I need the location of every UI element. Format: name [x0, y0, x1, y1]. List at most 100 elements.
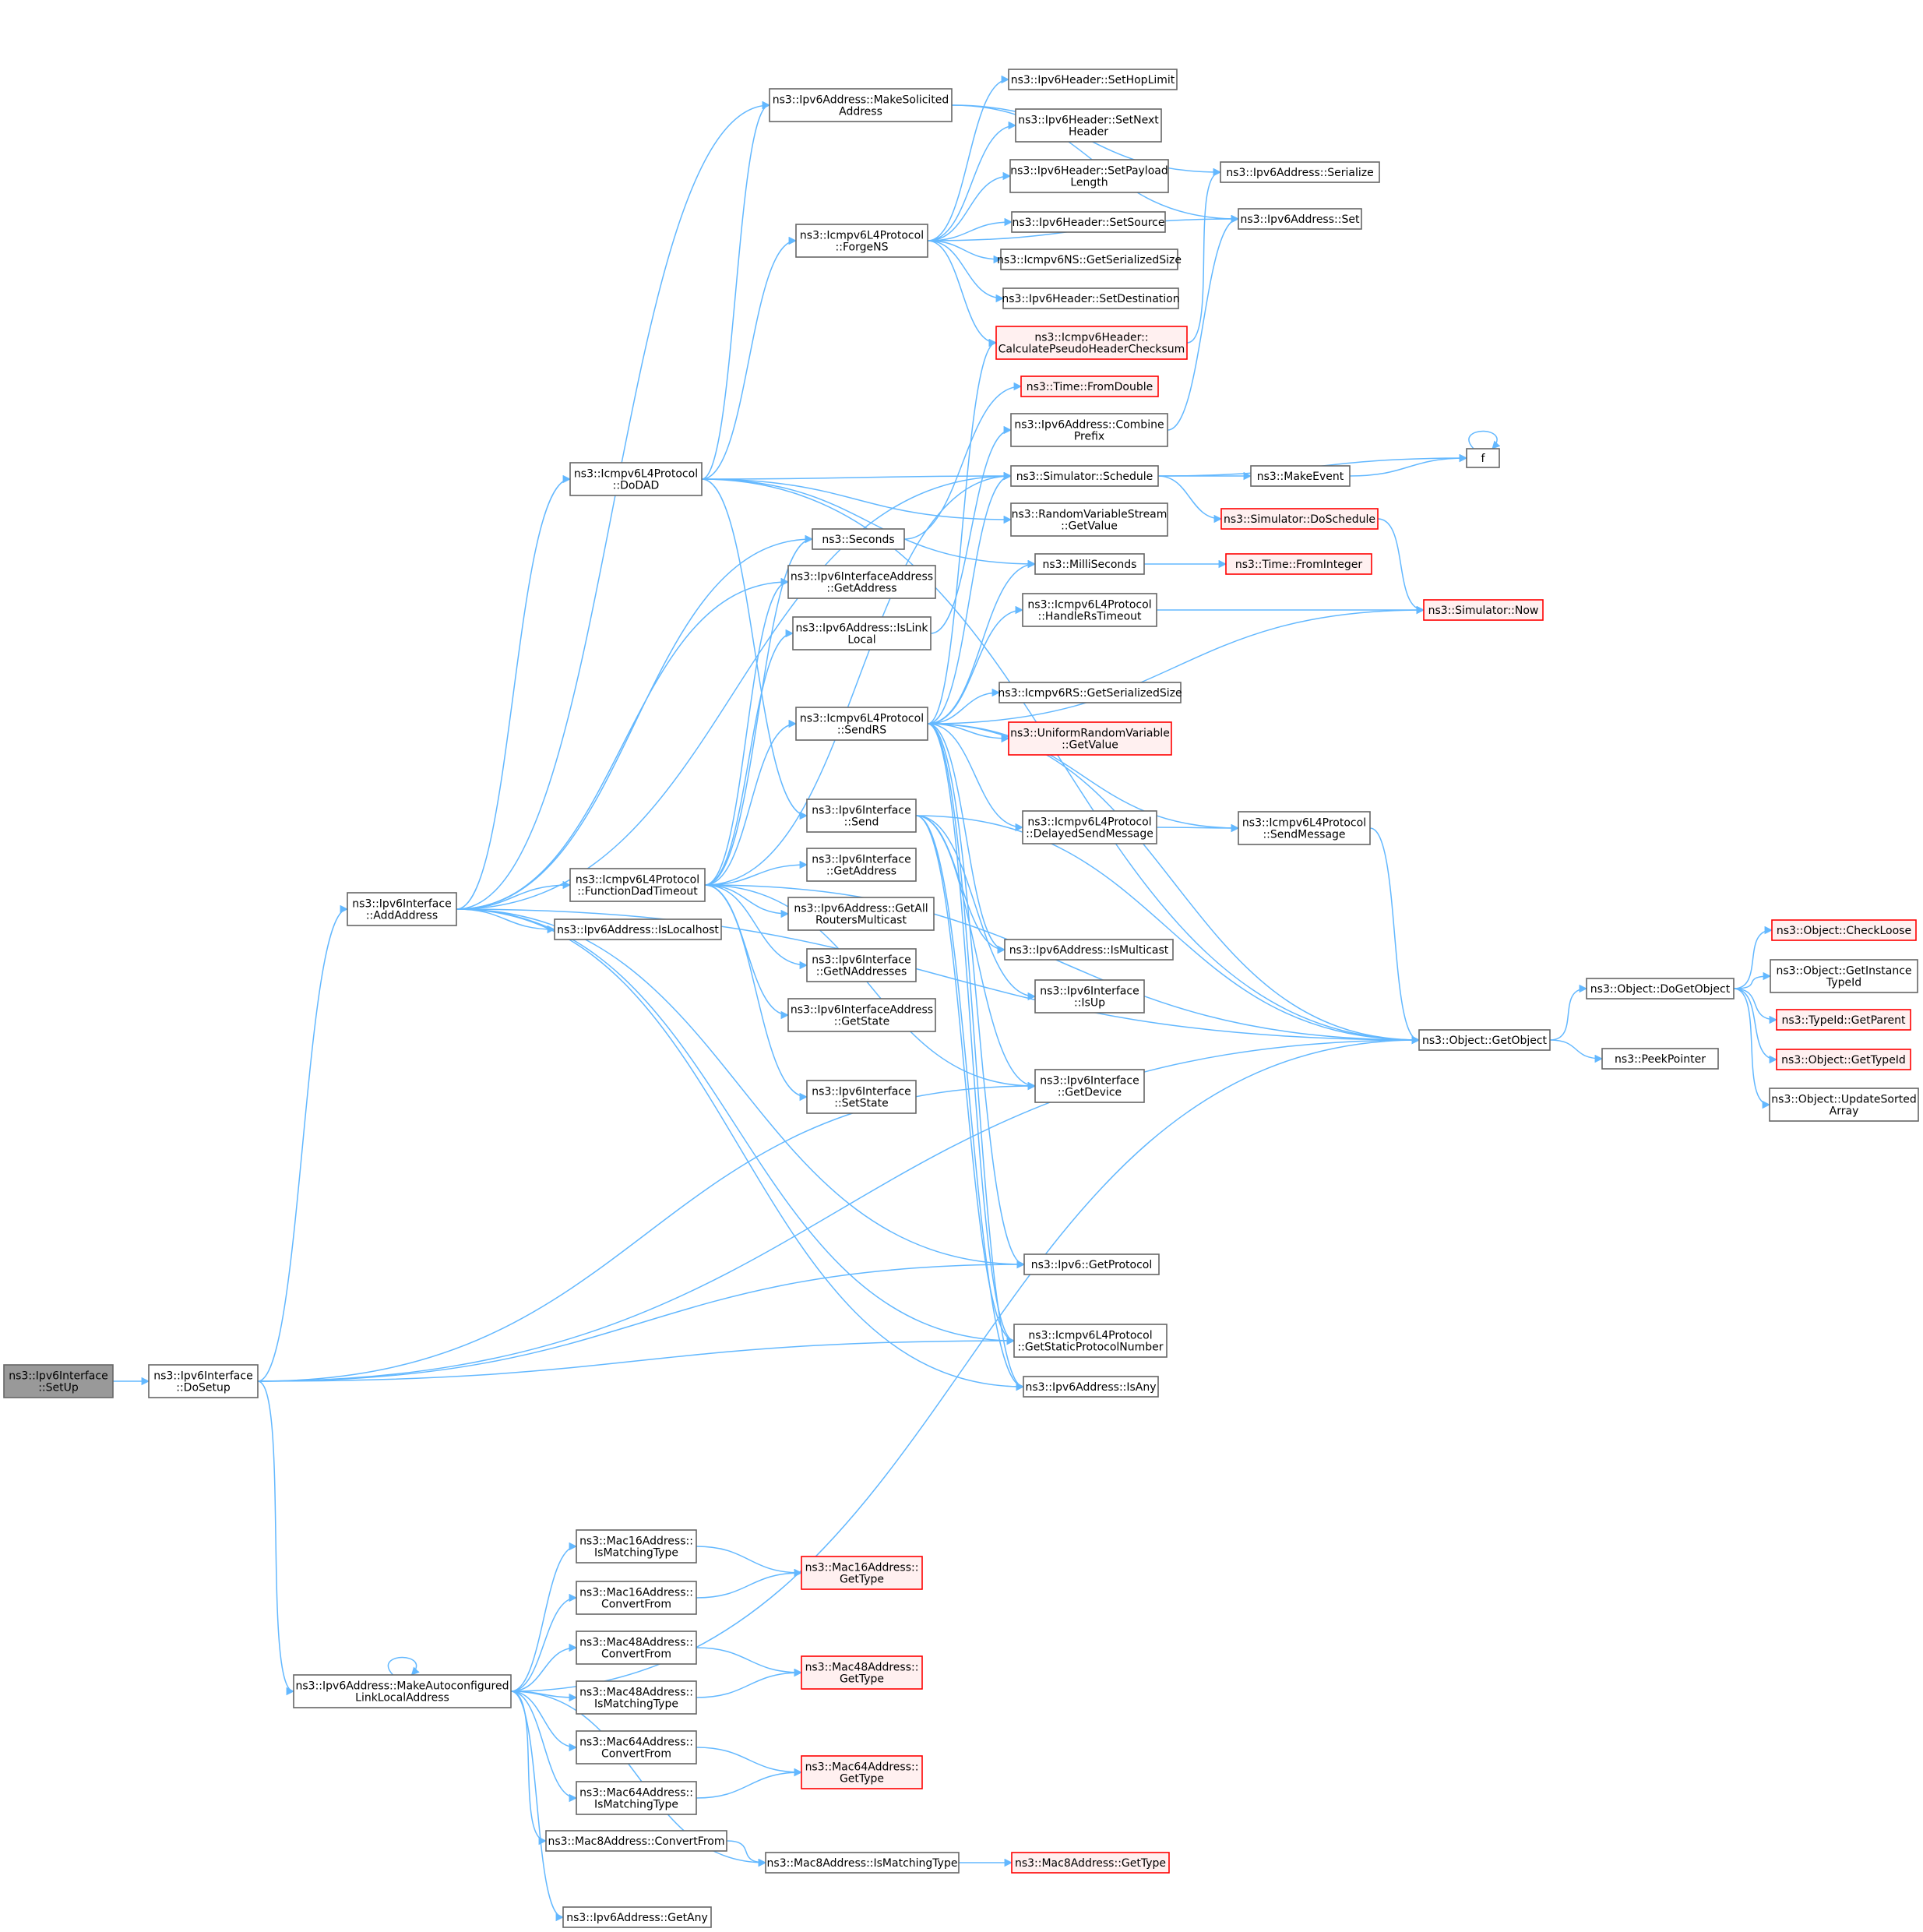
- edge-makeautoll-to-mac64ismatching: [510, 1690, 578, 1803]
- edge-dogetobject-to-getparent: [1733, 988, 1778, 1024]
- node-label: ns3::Mac48Address::: [579, 1687, 693, 1699]
- node-box: [795, 224, 928, 258]
- node-seconds[interactable]: ns3::Seconds: [812, 528, 905, 550]
- node-label: Local: [847, 634, 875, 647]
- node-getobject[interactable]: ns3::Object::GetObject: [1418, 1029, 1551, 1051]
- node-f[interactable]: f: [1466, 448, 1500, 468]
- node-mac64ismatching[interactable]: ns3::Mac64Address::IsMatchingType: [576, 1781, 697, 1815]
- node-ifsend[interactable]: ns3::Ipv6Interface::Send: [806, 799, 917, 833]
- node-ifgetaddress[interactable]: ns3::Ipv6Interface::GetAddress: [806, 848, 917, 882]
- node-mac48ismatching[interactable]: ns3::Mac48Address::IsMatchingType: [576, 1680, 697, 1715]
- node-isany[interactable]: ns3::Ipv6Address::IsAny: [1023, 1376, 1159, 1398]
- edge-dodad-to-getobject: [701, 478, 1421, 1045]
- node-forgens[interactable]: ns3::Icmpv6L4Protocol::ForgeNS: [795, 224, 928, 258]
- node-label: ns3::PeekPointer: [1615, 1053, 1706, 1066]
- node-makeevent[interactable]: ns3::MakeEvent: [1250, 465, 1351, 487]
- node-schedule[interactable]: ns3::Simulator::Schedule: [1010, 465, 1159, 487]
- node-sendmessage[interactable]: ns3::Icmpv6L4Protocol::SendMessage: [1238, 811, 1371, 845]
- edge-functiondad-to-seconds: [704, 534, 814, 886]
- node-getany[interactable]: ns3::Ipv6Address::GetAny: [562, 1906, 712, 1928]
- edge-getobject-to-dogetobject: [1549, 984, 1588, 1041]
- node-layer: ns3::Ipv6Interface::SetUp ns3::Ipv6Interf…: [3, 69, 1919, 1928]
- node-handlerstimeout[interactable]: ns3::Icmpv6L4Protocol::HandleRsTimeout: [1022, 593, 1157, 627]
- node-sendrs[interactable]: ns3::Icmpv6L4Protocol::SendRS: [795, 707, 928, 741]
- node-dodad[interactable]: ns3::Icmpv6L4Protocol::DoDAD: [569, 462, 703, 496]
- node-functiondad[interactable]: ns3::Icmpv6L4Protocol::FunctionDadTimeou…: [569, 868, 706, 902]
- edge-dodad-to-schedule: [701, 471, 1013, 481]
- node-doschedule[interactable]: ns3::Simulator::DoSchedule: [1220, 508, 1379, 530]
- edge-functiondad-to-ifgetaddress: [704, 860, 808, 886]
- edge-makeautoll-to-mac64convert: [510, 1690, 578, 1752]
- node-setup[interactable]: ns3::Ipv6Interface::SetUp: [3, 1364, 114, 1398]
- node-label: Address: [839, 106, 882, 118]
- node-serialize[interactable]: ns3::Ipv6Address::Serialize: [1220, 161, 1380, 183]
- node-ismulticast[interactable]: ns3::Ipv6Address::IsMulticast: [1004, 939, 1174, 961]
- node-setsource[interactable]: ns3::Ipv6Header::SetSource: [1011, 211, 1166, 233]
- edge-dodad-to-makesolicited: [701, 100, 771, 480]
- node-calcchecksum[interactable]: ns3::Icmpv6Header::CalculatePseudoHeader…: [995, 326, 1188, 360]
- node-dogetobject[interactable]: ns3::Object::DoGetObject: [1586, 978, 1735, 999]
- edge-sendrs-to-handlerstimeout: [927, 605, 1024, 724]
- node-ifsetstate[interactable]: ns3::Ipv6Interface::SetState: [806, 1080, 917, 1114]
- node-getparent[interactable]: ns3::TypeId::GetParent: [1776, 1009, 1911, 1031]
- node-makeautoll[interactable]: ns3::Ipv6Address::MakeAutoconfiguredLink…: [293, 1674, 512, 1708]
- edge-dogetobject-to-checkloose: [1733, 925, 1773, 989]
- node-ifaddrgetstate[interactable]: ns3::Ipv6InterfaceAddress::GetState: [787, 998, 936, 1032]
- node-mac48gettype[interactable]: ns3::Mac48Address::GetType: [801, 1655, 923, 1690]
- node-mac8ismatching[interactable]: ns3::Mac8Address::IsMatchingType: [765, 1852, 960, 1874]
- node-nsgetserial[interactable]: ns3::Icmpv6NS::GetSerializedSize: [997, 249, 1182, 270]
- node-label: ns3::Simulator::DoSchedule: [1224, 513, 1375, 526]
- node-getstaticproto[interactable]: ns3::Icmpv6L4Protocol::GetStaticProtocol…: [1013, 1324, 1168, 1358]
- node-peekpointer[interactable]: ns3::PeekPointer: [1601, 1048, 1719, 1070]
- node-mac8convert[interactable]: ns3::Mac8Address::ConvertFrom: [545, 1830, 727, 1852]
- node-dosetup[interactable]: ns3::Ipv6Interface::DoSetup: [148, 1364, 259, 1398]
- node-checkloose[interactable]: ns3::Object::CheckLoose: [1771, 919, 1917, 941]
- node-now[interactable]: ns3::Simulator::Now: [1423, 599, 1544, 621]
- node-mac8gettype[interactable]: ns3::Mac8Address::GetType: [1011, 1852, 1170, 1874]
- node-label: ::DoDAD: [613, 480, 660, 492]
- node-frominteger[interactable]: ns3::Time::FromInteger: [1225, 553, 1372, 575]
- node-mac16gettype[interactable]: ns3::Mac16Address::GetType: [801, 1556, 923, 1590]
- node-getprotocol[interactable]: ns3::Ipv6::GetProtocol: [1023, 1253, 1160, 1275]
- node-mac64gettype[interactable]: ns3::Mac64Address::GetType: [801, 1755, 923, 1789]
- node-getdevice[interactable]: ns3::Ipv6Interface::GetDevice: [1034, 1069, 1145, 1103]
- node-milliseconds[interactable]: ns3::MilliSeconds: [1034, 553, 1145, 575]
- node-fromdouble[interactable]: ns3::Time::FromDouble: [1020, 375, 1159, 397]
- node-rvsgetvalue[interactable]: ns3::RandomVariableStream::GetValue: [1010, 502, 1168, 537]
- node-addaddress[interactable]: ns3::Ipv6Interface::AddAddress: [347, 892, 457, 926]
- node-label: ns3::Object::GetInstance: [1776, 965, 1911, 978]
- node-addrset[interactable]: ns3::Ipv6Address::Set: [1238, 208, 1362, 230]
- node-label: ns3::Ipv6Interface: [153, 1370, 252, 1383]
- node-urvgetvalue[interactable]: ns3::UniformRandomVariable::GetValue: [1008, 721, 1172, 756]
- node-isup[interactable]: ns3::Ipv6Interface::IsUp: [1034, 979, 1145, 1014]
- node-delayedsend[interactable]: ns3::Icmpv6L4Protocol::DelayedSendMessag…: [1022, 810, 1157, 844]
- node-sethoplimit[interactable]: ns3::Ipv6Header::SetHopLimit: [1008, 69, 1178, 90]
- node-mac16ismatching[interactable]: ns3::Mac16Address::IsMatchingType: [576, 1529, 697, 1564]
- node-label: ns3::Mac48Address::: [805, 1662, 919, 1674]
- node-box: [576, 1680, 697, 1715]
- node-gettypeid[interactable]: ns3::Object::GetTypeId: [1776, 1049, 1911, 1070]
- node-mac16convert[interactable]: ns3::Mac16Address::ConvertFrom: [576, 1581, 697, 1615]
- node-getnaddresses[interactable]: ns3::Ipv6Interface::GetNAddresses: [806, 948, 917, 982]
- node-label: ::GetValue: [1062, 739, 1118, 752]
- node-setdestination[interactable]: ns3::Ipv6Header::SetDestination: [1002, 287, 1180, 309]
- node-box: [787, 897, 935, 931]
- node-label: ns3::Seconds: [822, 534, 894, 546]
- node-box: [1008, 721, 1172, 756]
- node-rsgetserial[interactable]: ns3::Icmpv6RS::GetSerializedSize: [998, 682, 1182, 703]
- node-ifaddrgetaddress[interactable]: ns3::Ipv6InterfaceAddress::GetAddress: [787, 565, 936, 599]
- node-mac48convert[interactable]: ns3::Mac48Address::ConvertFrom: [576, 1631, 697, 1665]
- node-mac64convert[interactable]: ns3::Mac64Address::ConvertFrom: [576, 1730, 697, 1765]
- node-label: ns3::Ipv6Address::GetAny: [566, 1912, 708, 1924]
- node-islocalhost[interactable]: ns3::Ipv6Address::IsLocalhost: [554, 918, 722, 940]
- node-box: [1034, 1069, 1145, 1103]
